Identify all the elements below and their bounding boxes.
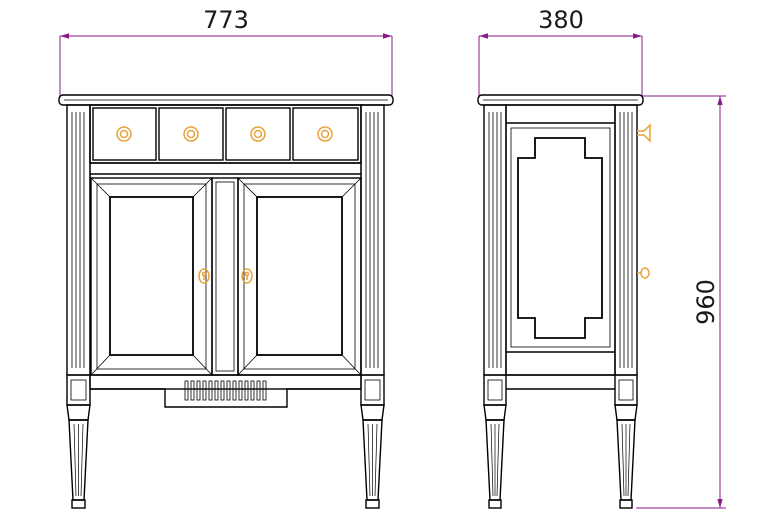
ring-knob-icon [317,126,333,142]
front-center-stile [211,177,239,376]
ring-knob-icon [250,126,266,142]
front-hardware [116,126,333,284]
side-depth-label: 380 [538,6,584,34]
recessed-notched-panel [517,137,603,339]
ring-knob-icon [183,126,199,142]
dimension-front-width: 773 [59,6,393,98]
side-hardware [637,123,651,279]
side-back-leg [483,104,507,509]
drawer-3 [225,107,291,161]
front-right-leg [360,104,385,509]
drawer-pull-profile-icon [637,123,651,143]
side-panel [505,104,616,390]
ring-knob-icon [116,126,132,142]
front-apron [89,374,362,408]
side-view [477,94,644,509]
keyhole-escutcheon-icon [241,268,253,284]
drawer-1 [92,107,157,161]
drawer-2 [158,107,224,161]
escutcheon-profile-icon [637,267,650,279]
front-door-left [90,177,213,376]
drawer-4 [292,107,359,161]
front-left-leg [66,104,91,509]
dimension-height: 960 [636,95,726,509]
front-view [58,94,394,509]
front-drawers [89,104,362,175]
height-label: 960 [692,279,720,325]
dimension-side-depth: 380 [478,6,643,98]
front-door-right [237,177,362,376]
front-width-label: 773 [203,6,249,34]
side-front-leg [614,104,638,509]
keyhole-escutcheon-icon [198,268,210,284]
